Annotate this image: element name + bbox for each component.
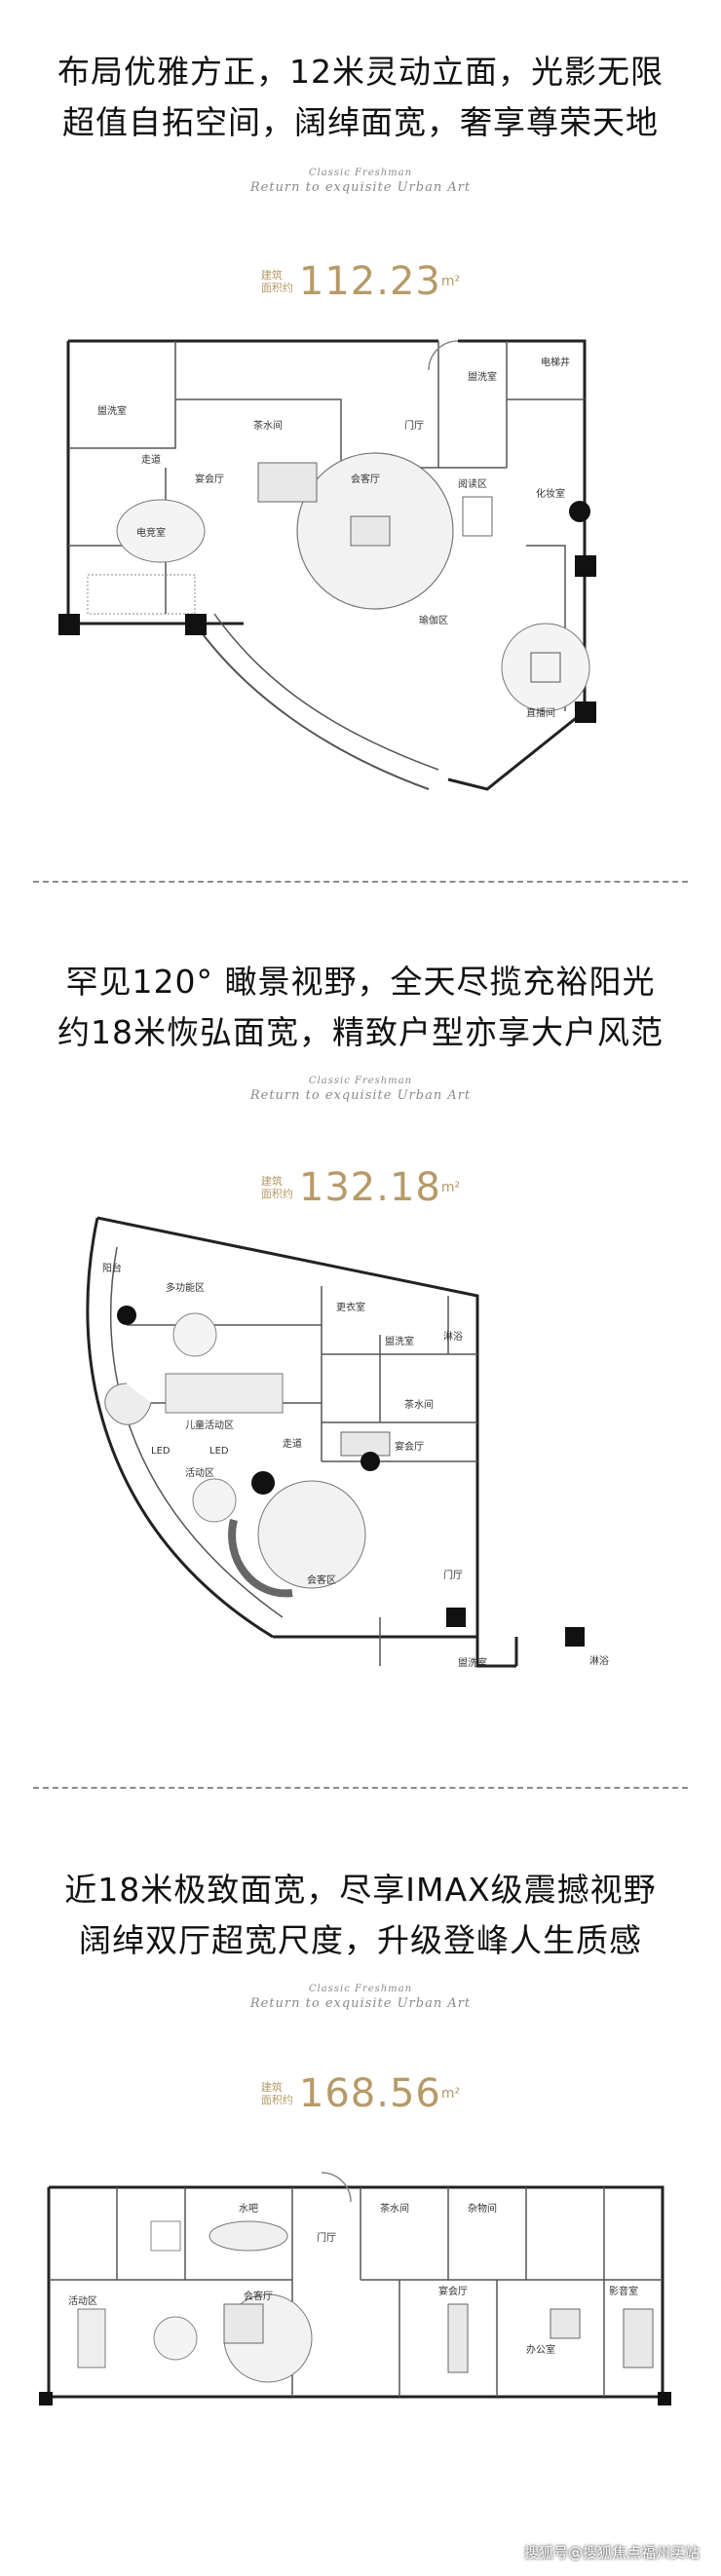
area-label-line-1: 建筑 — [260, 269, 283, 282]
room-label: 门厅 — [404, 419, 424, 432]
section-2-headline-line-2: 约18米恢弘面宽，精致户型亦享大户风范 — [57, 1013, 664, 1051]
room-label: 更衣室 — [336, 1301, 365, 1313]
section-2: 罕见120° 瞰景视野，全天尽揽充裕阳光 约18米恢弘面宽，精致户型亦享大户风范 — [0, 957, 721, 1058]
section-2-area: 建筑 面积约 132.18m² — [0, 1165, 721, 1210]
room-label: 儿童活动区 — [185, 1419, 234, 1431]
room-label: 多功能区 — [166, 1281, 205, 1294]
room-label: 门厅 — [317, 2231, 336, 2244]
room-label: 会客区 — [307, 1573, 336, 1586]
section-2-subtitle: Classic Freshman Return to exquisite Urb… — [0, 1076, 721, 1103]
section-1-headline-line-2: 超值自拓空间，阔绰面宽，奢享尊荣天地 — [62, 103, 659, 141]
room-label: 阳台 — [102, 1262, 122, 1274]
section-3-subtitle: Classic Freshman Return to exquisite Urb… — [0, 1984, 721, 2011]
room-label: 淋浴 — [443, 1330, 463, 1343]
room-label: 影音室 — [609, 2285, 638, 2297]
room-label: 活动区 — [68, 2295, 97, 2307]
section-1-area-unit: m² — [440, 274, 461, 289]
room-label: LED — [209, 1446, 229, 1457]
room-label: 直播间 — [526, 706, 555, 719]
section-divider-2 — [33, 1787, 688, 1789]
section-3-area-label: 建筑 面积约 — [261, 2081, 293, 2106]
room-label: 门厅 — [443, 1569, 463, 1581]
section-3-headline-line-1: 近18米极致面宽，尽享IMAX级震撼视野 — [64, 1871, 657, 1909]
room-label: 瑜伽区 — [419, 614, 448, 626]
section-1-area: 建筑 面积约 112.23m² — [0, 259, 721, 304]
room-label: 盥洗室 — [385, 1335, 414, 1347]
section-2-subtitle-small: Classic Freshman — [308, 1076, 413, 1086]
room-label: 宴会厅 — [195, 473, 224, 485]
room-label: LED — [151, 1446, 171, 1457]
area-label-line-2: 面积约 — [260, 282, 293, 294]
room-label: 办公室 — [526, 2343, 555, 2356]
section-3-subtitle-main: Return to exquisite Urban Art — [249, 1996, 472, 2011]
area-label-line-2: 面积约 — [260, 1188, 293, 1200]
section-1-subtitle-main: Return to exquisite Urban Art — [249, 180, 472, 195]
room-label: 水吧 — [239, 2203, 258, 2215]
room-label: 杂物间 — [468, 2202, 497, 2215]
section-3-headline-line-2: 阔绰双厅超宽尺度，升级登峰人生质感 — [79, 1921, 642, 1959]
section-1-area-value: 112.23 — [298, 259, 441, 304]
section-1-subtitle-small: Classic Freshman — [308, 168, 413, 178]
section-divider-1 — [33, 881, 688, 883]
section-1-headline-line-1: 布局优雅方正，12米灵动立面，光影无限 — [57, 53, 664, 91]
area-label-line-1: 建筑 — [260, 2081, 283, 2094]
section-2-subtitle-main: Return to exquisite Urban Art — [249, 1088, 472, 1103]
room-label: 宴会厅 — [395, 1440, 424, 1453]
room-label: 茶水间 — [380, 2202, 409, 2215]
section-3-area-value: 168.56 — [298, 2071, 441, 2116]
section-3-area: 建筑 面积约 168.56m² — [0, 2071, 721, 2116]
area-label-line-2: 面积约 — [260, 2094, 293, 2106]
room-label: 宴会厅 — [438, 2285, 468, 2297]
room-label: 盥洗室 — [468, 370, 497, 383]
room-label: 盥洗室 — [97, 404, 127, 417]
section-2-area-label: 建筑 面积约 — [261, 1175, 293, 1200]
room-label: 会客厅 — [244, 2290, 273, 2302]
section-3: 近18米极致面宽，尽享IMAX级震撼视野 阔绰双厅超宽尺度，升级登峰人生质感 — [0, 1865, 721, 1966]
section-1-subtitle: Classic Freshman Return to exquisite Urb… — [0, 168, 721, 195]
floor-plan-1: 盥洗室 茶水间 门厅 盥洗室 电梯井 走道 宴会厅 会客厅 阅读区 化妆室 电竞… — [58, 339, 596, 791]
floor-plan-2: 阳台 多功能区 更衣室 盥洗室 淋浴 儿童活动区 走道 茶水间 宴会厅 活动区 … — [86, 1216, 609, 1669]
room-label: 盥洗室 — [458, 1656, 487, 1669]
room-label: 阅读区 — [458, 477, 487, 490]
room-label: 走道 — [141, 453, 161, 466]
room-label: 茶水间 — [253, 419, 283, 432]
section-1: 布局优雅方正，12米灵动立面，光影无限 超值自拓空间，阔绰面宽，奢享尊荣天地 — [0, 47, 721, 148]
section-3-subtitle-small: Classic Freshman — [308, 1984, 413, 1994]
room-label: 化妆室 — [536, 487, 565, 500]
section-2-area-value: 132.18 — [298, 1165, 441, 1210]
section-1-area-label: 建筑 面积约 — [261, 269, 293, 294]
room-label: 淋浴 — [589, 1654, 609, 1667]
room-label: 活动区 — [185, 1467, 214, 1479]
room-label: 茶水间 — [404, 1398, 434, 1411]
section-3-area-unit: m² — [440, 2086, 461, 2102]
room-label: 会客厅 — [351, 473, 380, 485]
room-label: 走道 — [283, 1437, 302, 1450]
floor-plan-3: 水吧 茶水间 杂物间 门厅 会客厅 宴会厅 办公室 影音室 活动区 — [39, 2172, 671, 2406]
room-label: 电梯井 — [541, 356, 570, 368]
section-2-headline-line-1: 罕见120° 瞰景视野，全天尽揽充裕阳光 — [65, 963, 656, 1001]
area-label-line-1: 建筑 — [260, 1175, 283, 1188]
section-2-area-unit: m² — [440, 1180, 461, 1195]
watermark: 搜狐号@搜狐焦点福州买站 — [523, 2544, 700, 2561]
room-label: 电竞室 — [136, 526, 166, 539]
